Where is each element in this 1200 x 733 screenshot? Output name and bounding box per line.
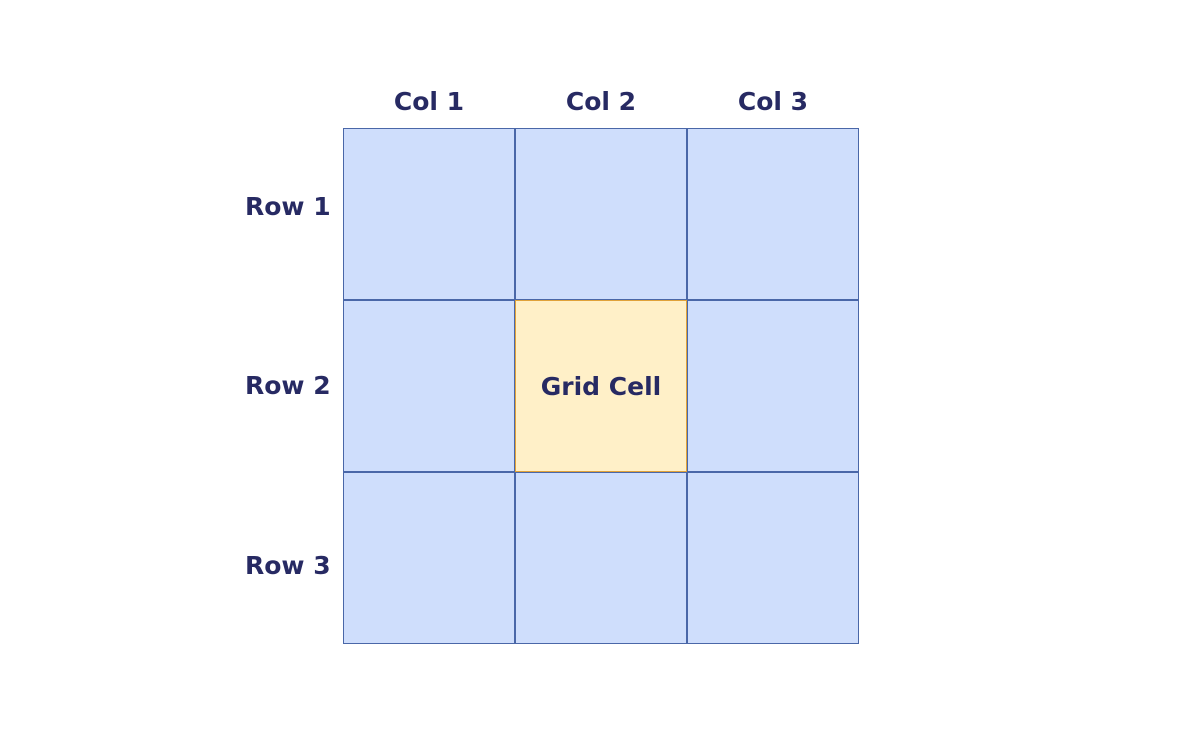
- grid-cell-r1-c3: [687, 128, 859, 300]
- row-label-3: Row 3: [245, 551, 331, 580]
- grid-cell-r2-c3: [687, 300, 859, 472]
- column-label-2: Col 2: [565, 87, 637, 116]
- column-label-1: Col 1: [393, 87, 465, 116]
- row-label-2: Row 2: [245, 371, 331, 400]
- column-label-3: Col 3: [737, 87, 809, 116]
- grid: Grid Cell: [343, 128, 859, 644]
- grid-cell-r3-c2: [515, 472, 687, 644]
- grid-cell-r3-c3: [687, 472, 859, 644]
- grid-cell-r3-c1: [343, 472, 515, 644]
- grid-cell-label: Grid Cell: [540, 371, 662, 401]
- grid-cell-r1-c2: [515, 128, 687, 300]
- grid-cell-r1-c1: [343, 128, 515, 300]
- grid-cell-r2-c1: [343, 300, 515, 472]
- row-label-1: Row 1: [245, 192, 331, 221]
- grid-cell-highlighted: Grid Cell: [515, 300, 687, 472]
